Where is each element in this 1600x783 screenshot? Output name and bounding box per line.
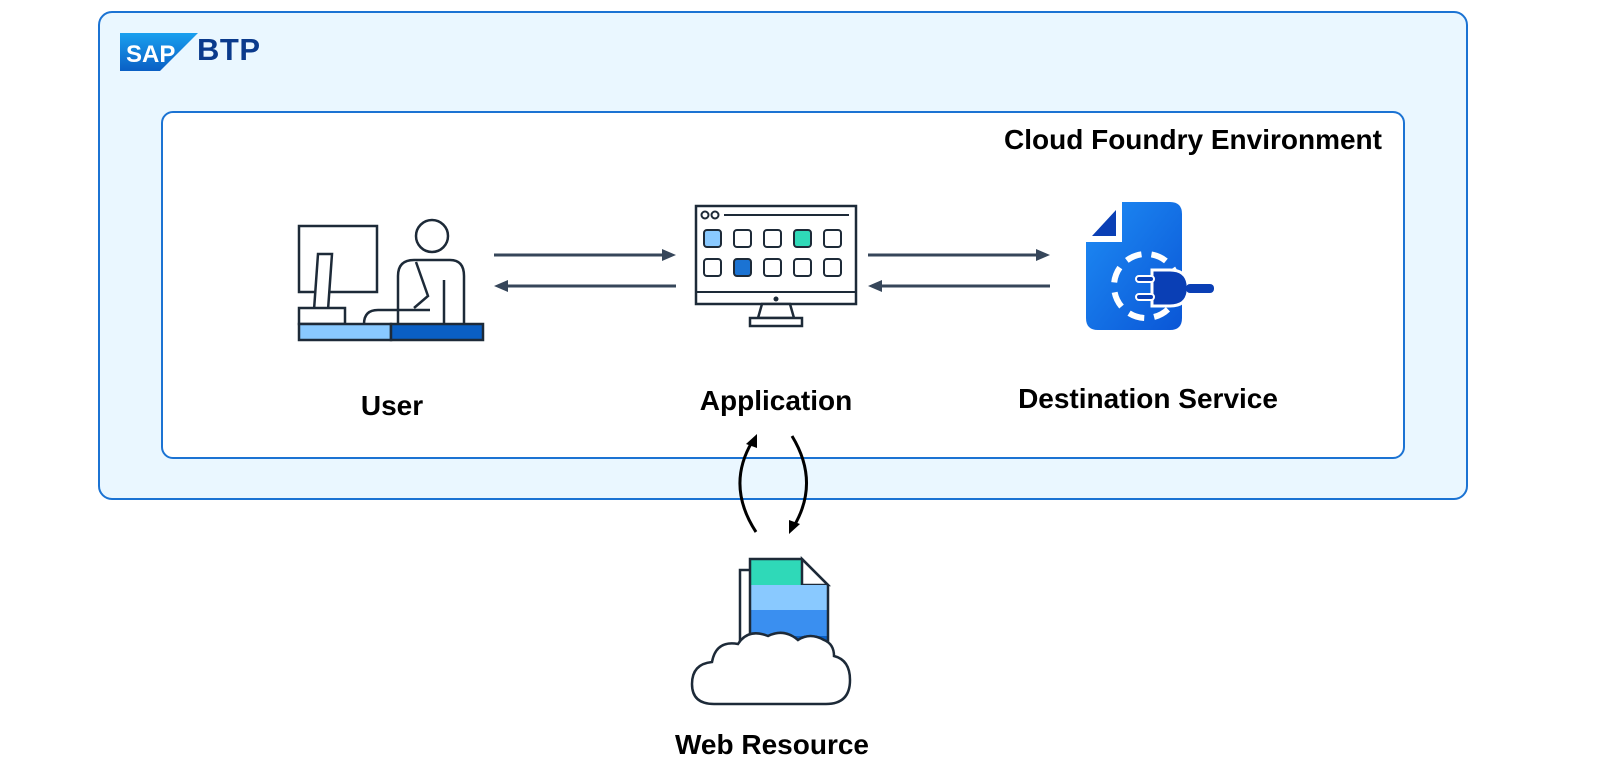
application-label: Application [699,385,853,416]
sap-logo-text: SAP [126,41,175,68]
app-destination-arrows [868,249,1050,292]
user-label: User [360,390,424,421]
destination-service-label: Destination Service [1018,383,1278,414]
platform-name: BTP [197,32,261,67]
destination-plug-icon [1086,202,1214,330]
sap-logo: SAP [120,33,198,71]
app-monitor-icon [694,204,858,328]
environment-title: Cloud Foundry Environment [1004,124,1382,155]
web-resource-label: Web Resource [675,729,869,760]
user-at-desk-icon [297,218,485,342]
user-app-arrows [494,249,676,292]
cloud-document-icon [690,556,852,706]
app-web-resource-arrows [738,434,808,534]
